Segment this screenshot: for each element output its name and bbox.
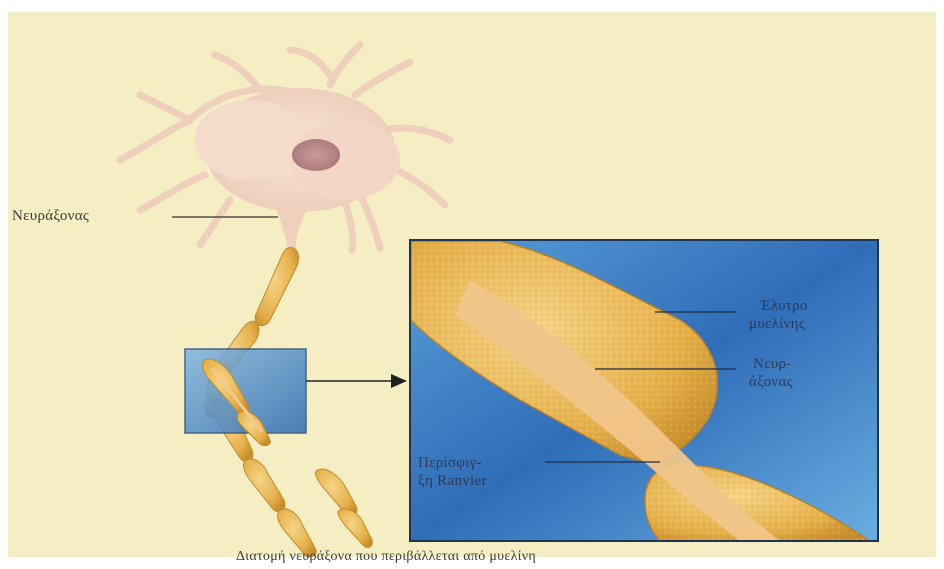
- label-myelin-sheath-line2: μυελίνης: [749, 316, 805, 333]
- figure-caption: Διατομή νευράξονα που περιβάλλεται από μ…: [236, 548, 536, 565]
- label-node-ranvier-line1: Περίσφιγ-: [418, 455, 482, 472]
- label-axon-inset-line1: Νευρ-: [753, 356, 792, 373]
- label-myelin-sheath-line1: Έλυτρο: [760, 298, 808, 315]
- label-axon-inset-line2: άξονας: [749, 374, 793, 391]
- label-axon: Νευράξονας: [12, 208, 89, 225]
- nucleus: [292, 139, 340, 171]
- label-node-ranvier-line2: ξη Ranvier: [418, 473, 487, 490]
